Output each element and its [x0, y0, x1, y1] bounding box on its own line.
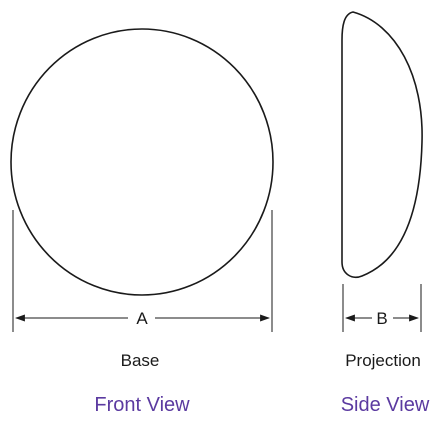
front-view-outline [10, 28, 274, 296]
front-view-title: Front View [94, 394, 190, 416]
side-view-title: Side View [341, 394, 430, 416]
front-view: A Base Front View [10, 28, 274, 416]
dimension-b-label: B [376, 309, 387, 328]
side-view-caption: Projection [345, 351, 421, 370]
dimension-a-label: A [136, 309, 148, 328]
side-view: B Projection Side View [341, 11, 430, 416]
front-view-caption: Base [121, 351, 160, 370]
side-view-outline [341, 11, 423, 278]
